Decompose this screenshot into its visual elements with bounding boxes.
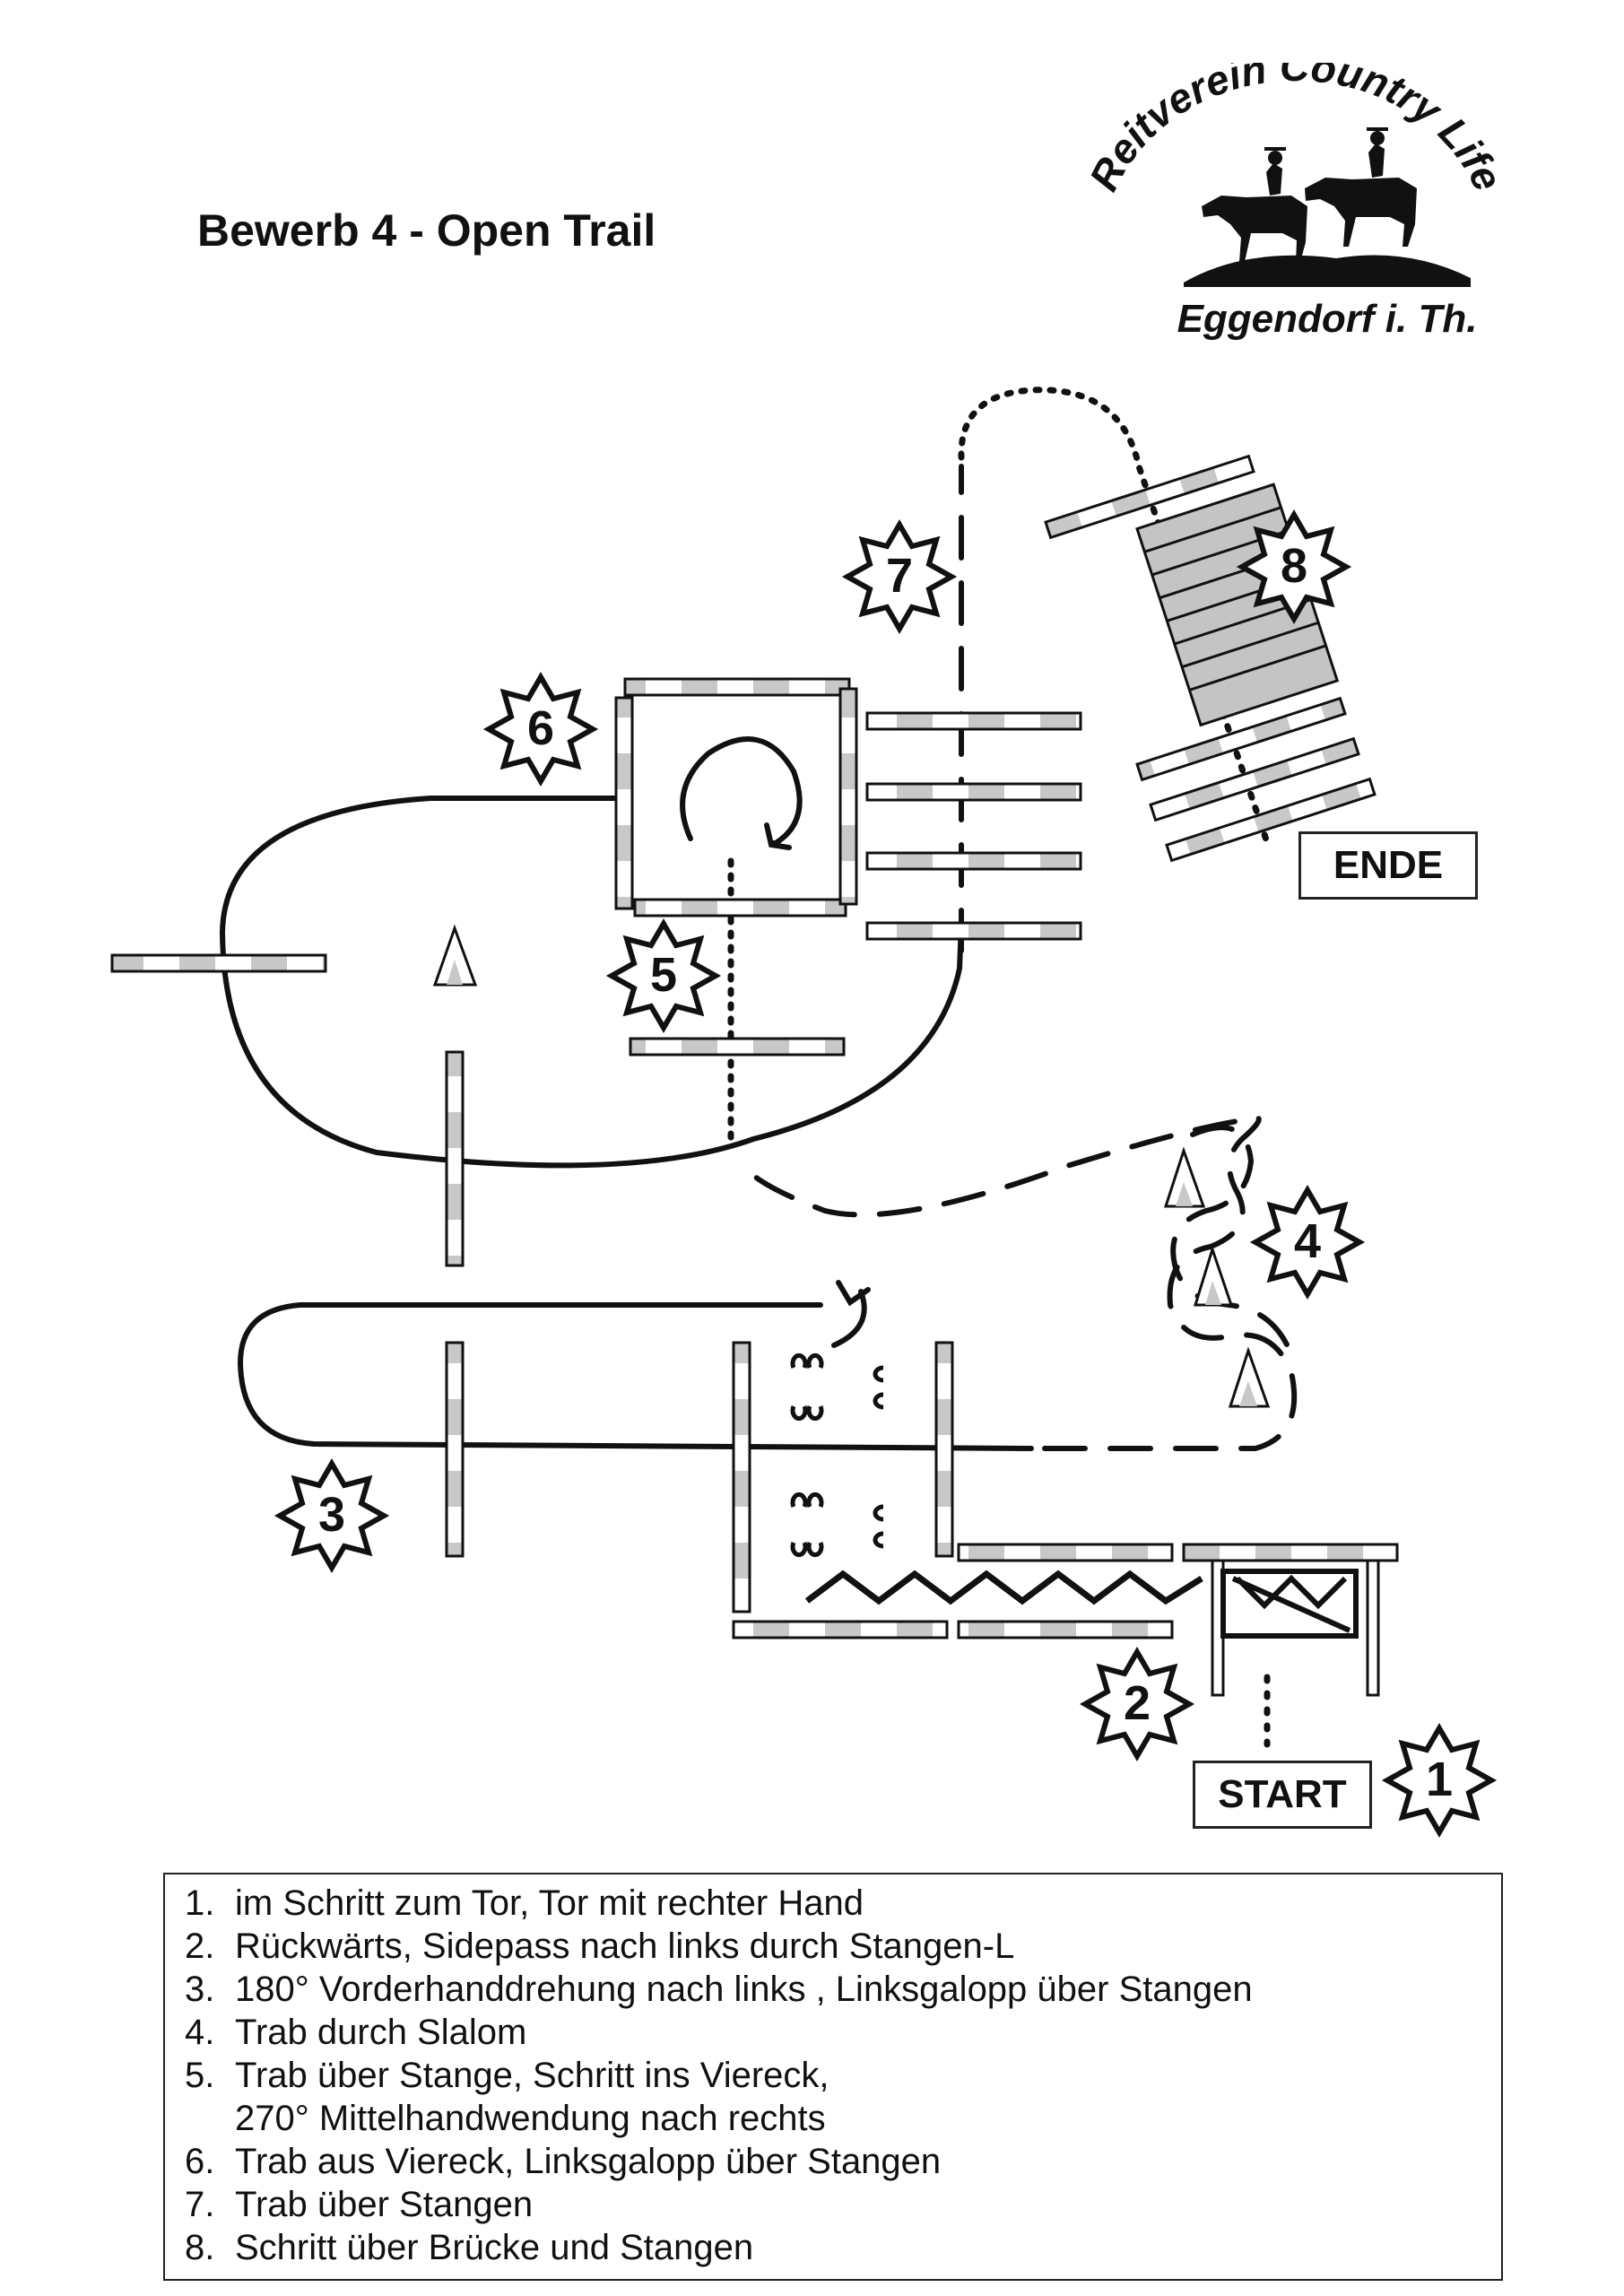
station-star-8: 8 <box>1236 509 1352 624</box>
instruction-item: 5.Trab über Stange, Schritt ins Viereck, <box>185 2056 829 2095</box>
station-star-3: 3 <box>274 1458 390 1573</box>
instruction-item: 7.Trab über Stangen <box>185 2185 534 2224</box>
horse-rider-icon <box>1305 127 1417 247</box>
bridge-obstacle <box>1135 483 1340 727</box>
instruction-item: 6.Trab aus Viereck, Linksgalopp über Sta… <box>185 2142 942 2181</box>
slalom-path-4b <box>1170 1125 1294 1357</box>
station-4-label: 4 <box>1294 1214 1321 1268</box>
horse-rider-icon <box>1202 147 1307 262</box>
instruction-item: 3.180° Vorderhanddrehung nach links , Li… <box>185 1970 1253 2009</box>
square-box-obstacle <box>614 677 858 918</box>
poles-vertical <box>445 1050 954 1613</box>
station-star-2: 2 <box>1079 1647 1195 1761</box>
canter-path-3 <box>237 1302 1034 1451</box>
station-8-label: 8 <box>1281 539 1307 593</box>
sidepass-zigzag <box>804 1570 1203 1605</box>
instruction-item: 8.Schritt über Brücke und Stangen <box>185 2228 754 2267</box>
poles-station-6 <box>110 711 1082 1057</box>
canter-path-6 <box>219 796 964 1169</box>
cone-markers <box>432 924 1271 1408</box>
instruction-item: 2.Rückwärts, Sidepass nach links durch S… <box>185 1926 1015 1966</box>
instruction-item: 1.im Schritt zum Tor, Tor mit rechter Ha… <box>185 1883 864 1923</box>
logo-place: Eggendorf i. Th. <box>1177 297 1478 341</box>
gate-obstacle <box>1182 1543 1399 1697</box>
hoof-print-icons <box>790 1352 884 1558</box>
station-3-label: 3 <box>318 1488 345 1542</box>
trail-course-diagram: 1 2 3 4 5 6 7 8 <box>110 387 1498 1838</box>
instruction-item: 4.Trab durch Slalom <box>185 2013 527 2052</box>
instructions-list: 1.im Schritt zum Tor, Tor mit rechter Ha… <box>185 1882 1501 2269</box>
start-label: START <box>1193 1761 1372 1829</box>
sidepass-L-poles <box>732 1543 1174 1639</box>
poles-station-8 <box>1044 454 1376 863</box>
instruction-item: 270° Mittelhandwendung nach rechts <box>235 2099 826 2138</box>
instructions-legend: 1.im Schritt zum Tor, Tor mit rechter Ha… <box>163 1873 1503 2281</box>
station-5-label: 5 <box>650 948 677 1002</box>
station-2-label: 2 <box>1124 1676 1151 1730</box>
station-6-label: 6 <box>527 701 554 755</box>
station-star-5: 5 <box>605 918 722 1033</box>
turn-arrow-3 <box>831 1289 867 1348</box>
station-star-7: 7 <box>841 519 958 634</box>
club-logo: Reitverein Country Life Eggendorf i. Th. <box>1080 63 1511 341</box>
station-star-6: 6 <box>482 672 599 787</box>
station-1-label: 1 <box>1426 1752 1453 1806</box>
station-7-label: 7 <box>886 549 913 603</box>
station-star-1: 1 <box>1381 1723 1498 1838</box>
rotation-arrow-5 <box>680 736 803 846</box>
station-star-4: 4 <box>1249 1185 1366 1300</box>
walk-path-8-dotted <box>958 387 1272 851</box>
page-title: Bewerb 4 - Open Trail <box>197 205 656 256</box>
slalom-path-4 <box>737 1114 1298 1451</box>
end-label: ENDE <box>1298 831 1478 900</box>
